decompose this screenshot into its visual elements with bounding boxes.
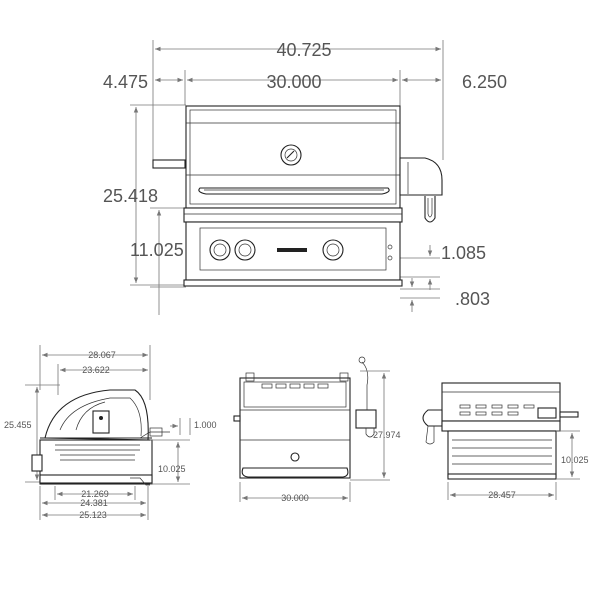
rear-width-label: 28.457 [488,490,516,500]
rotisserie-motor [399,157,443,223]
side-view: 28.067 23.622 25.455 1.000 10 [4,345,217,520]
side-base-height-label: 10.025 [158,464,186,474]
burner-knob-left [209,239,231,261]
right-offset-label: 6.250 [462,72,507,92]
front-view-small: 27.974 30.000 [233,356,401,503]
overall-width-label: 40.725 [276,40,331,60]
side-hood-depth-label: 23.622 [82,365,110,375]
side-height-label: 25.455 [4,420,32,430]
side-depth-a-label: 21.269 [81,489,109,499]
lower-right-dim-label: .803 [455,289,490,309]
upper-right-dim-label: 1.085 [441,243,486,263]
side-rear-offset-label: 1.000 [194,420,217,430]
side-top-depth-label: 28.067 [88,350,116,360]
small-front-height-label: 27.974 [373,430,401,440]
rear-view: 10.025 28.457 [422,382,589,500]
rear-base-height-label: 10.025 [561,455,589,465]
grill-width-label: 30.000 [266,72,321,92]
front-grill-body [152,105,443,287]
thermometer-icon [280,144,302,166]
main-front-view: 40.725 4.475 30.000 6.250 25.418 11.025 … [103,40,507,315]
base-height-label: 11.025 [130,240,184,260]
side-depth-c-label: 25.123 [79,510,107,520]
small-front-width-label: 30.000 [281,493,309,503]
left-offset-label: 4.475 [103,72,148,92]
hood-handle [198,187,390,195]
brand-plate [277,248,307,252]
total-height-label: 25.418 [103,186,158,206]
burner-knob-center [234,239,256,261]
side-depth-b-label: 24.381 [80,498,108,508]
burner-knob-right [322,239,344,261]
